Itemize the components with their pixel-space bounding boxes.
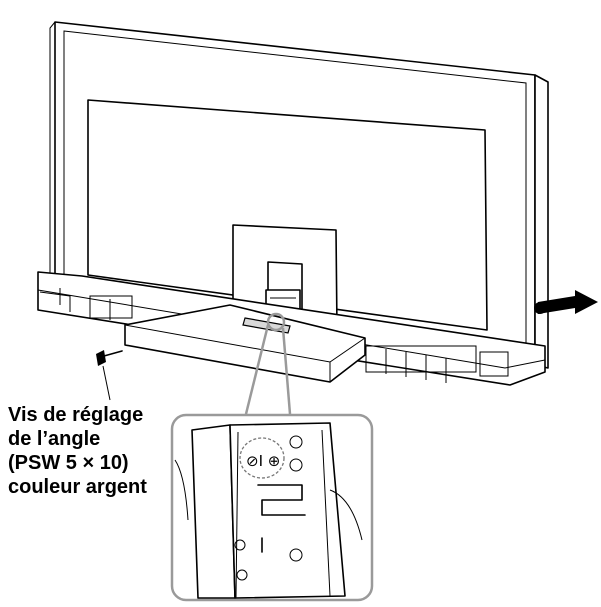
tv-panel (49, 21, 549, 369)
stand-pedestal (124, 304, 366, 383)
detail-mark-glyph: ⊘I ⊕ (246, 452, 280, 470)
screw-leader-line (102, 365, 111, 401)
label-line-3: (PSW 5 × 10) (8, 452, 129, 474)
label-line-4: couleur argent (8, 476, 147, 498)
detail-zoom-frame (170, 413, 374, 602)
callout-source-circle (266, 312, 286, 332)
callout-leader-left (244, 324, 270, 415)
angle-screw-label: Vis de réglage de l’angle (PSW 5 × 10) c… (8, 403, 178, 499)
callout-leader-right (281, 327, 292, 415)
label-line-2: de l’angle (8, 428, 101, 450)
detail-screw-highlight (239, 437, 285, 479)
screw-icon (96, 350, 123, 366)
arrow-right-icon (534, 290, 598, 314)
label-line-1: Vis de réglage (8, 404, 144, 426)
